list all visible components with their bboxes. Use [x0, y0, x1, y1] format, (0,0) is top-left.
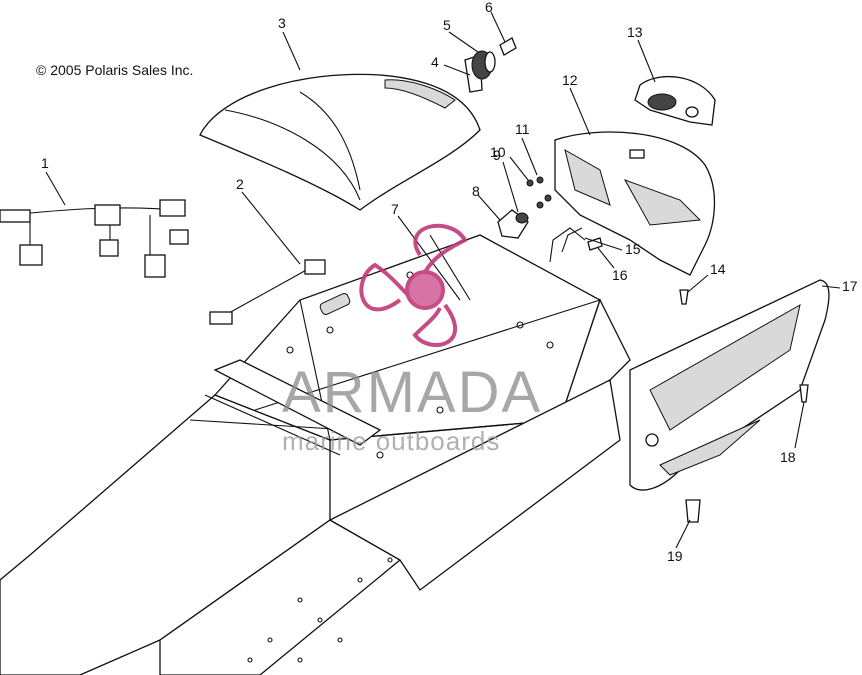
callout-19: 19: [667, 548, 683, 564]
part-14-screw: [679, 289, 689, 305]
callout-1: 1: [41, 155, 49, 171]
callout-12: 12: [562, 72, 578, 88]
callout-11: 11: [515, 121, 530, 137]
callout-2: 2: [236, 176, 244, 192]
part-12-console-hood: [554, 131, 716, 276]
copyright-text: © 2005 Polaris Sales Inc.: [36, 62, 194, 78]
callout-13: 13: [627, 24, 643, 40]
callout-16: 16: [612, 267, 628, 283]
chassis-tunnel: [0, 234, 631, 675]
part-10-washer: [526, 179, 544, 209]
callout-4: 4: [431, 54, 439, 70]
part-16-clip: [587, 237, 603, 251]
leader-lines: [45, 11, 841, 549]
callout-6: 6: [485, 0, 493, 15]
callout-17: 17: [842, 278, 858, 294]
part-1-wiring-harness: [0, 199, 189, 278]
part-5-switch: [471, 50, 496, 80]
part-18-rivet: [799, 384, 809, 403]
propeller-logo-icon: [359, 223, 468, 347]
callout-15: 15: [625, 241, 641, 257]
part-9-nut: [515, 212, 529, 224]
part-19-pin: [685, 499, 701, 523]
watermark-brand: ARMADA: [282, 360, 542, 425]
callout-14: 14: [710, 261, 726, 277]
part-11-screw: [536, 176, 552, 202]
watermark-logo: ARMADA marine outboards: [282, 223, 542, 456]
callout-3: 3: [278, 15, 286, 31]
callout-9: 9: [493, 147, 501, 163]
callout-5: 5: [443, 17, 451, 33]
callout-8: 8: [472, 183, 480, 199]
part-17-side-panel: [629, 279, 830, 491]
part-6-pin: [499, 37, 517, 56]
part-15-rod: [549, 227, 586, 263]
callout-18: 18: [780, 449, 796, 465]
watermark-tagline: marine outboards: [282, 426, 500, 456]
part-13-gauge-housing: [634, 75, 716, 126]
part-2-cable: [209, 259, 326, 325]
callout-7: 7: [391, 201, 399, 217]
callout-labels: 1 2 3 4 5 6 7 8 9 10 11 12 13 14 15 16 1…: [41, 0, 858, 564]
callout-10: 10: [490, 144, 506, 160]
part-3-seat: [199, 73, 481, 211]
